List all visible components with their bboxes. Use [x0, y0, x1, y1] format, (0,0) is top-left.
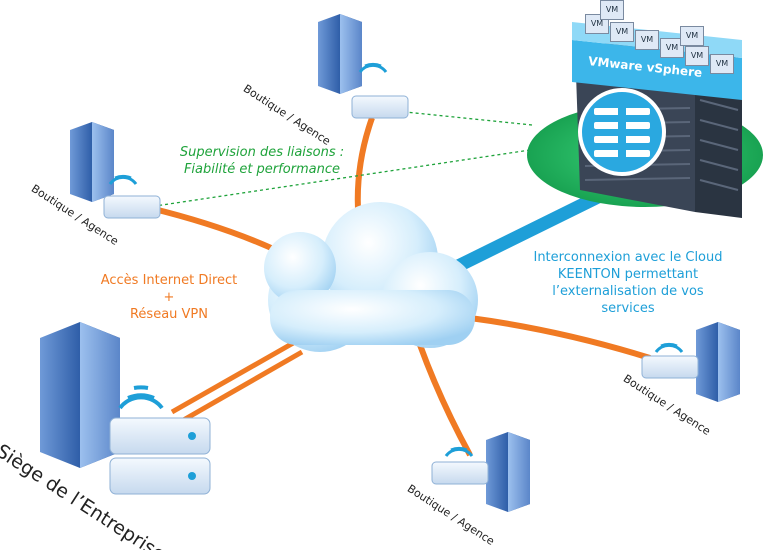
vm-cube-8: VM	[680, 26, 704, 46]
monitor-line1: Supervision des liaisons :	[179, 145, 345, 160]
cloud-line2: KEENTON permettant	[557, 267, 699, 282]
vm-cube-6: VM	[710, 54, 734, 74]
branch-right	[641, 322, 740, 402]
vm-cube-2: VM	[610, 22, 634, 42]
cloud-line4: services	[601, 301, 655, 316]
vm-cube-7: VM	[600, 0, 624, 20]
headquarters	[40, 322, 211, 495]
internet-line2: Réseau VPN	[129, 307, 208, 322]
keenton-logo-bars	[594, 100, 650, 164]
internet-line1: Accès Internet Direct	[100, 273, 238, 288]
vm-cube-3: VM	[635, 30, 659, 50]
datacenter	[527, 22, 763, 218]
monitor-arrow-left	[141, 149, 531, 209]
branch-bottom	[431, 432, 530, 512]
cloud-line3: l’externalisation de vos	[552, 284, 704, 299]
links	[138, 106, 651, 457]
branch-top	[318, 14, 409, 119]
link-hq-2	[178, 349, 304, 425]
monitor-line2: Fiabilité et performance	[183, 162, 341, 177]
monitor-arrow-top	[385, 109, 533, 126]
branch-left	[70, 122, 161, 219]
link-hq-1	[170, 339, 297, 415]
internet-annotation: Accès Internet Direct + Réseau VPN	[74, 272, 264, 323]
cloud	[264, 202, 478, 352]
link-bottom-branch	[417, 343, 473, 457]
link-cloud-datacenter	[447, 190, 603, 276]
cloud-line1: Interconnexion avec le Cloud	[533, 250, 723, 265]
vm-cube-4: VM	[660, 38, 684, 58]
internet-plus: +	[163, 290, 175, 305]
cloud-annotation: Interconnexion avec le Cloud KEENTON per…	[528, 249, 728, 317]
vm-cube-5: VM	[685, 46, 709, 66]
link-right-branch	[469, 315, 651, 361]
monitoring-annotation: Supervision des liaisons : Fiabilité et …	[168, 144, 356, 178]
